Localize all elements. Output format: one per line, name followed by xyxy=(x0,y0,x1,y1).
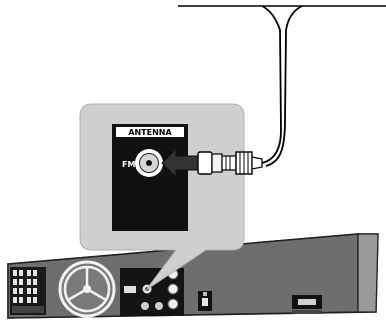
fm-jack-label: FM xyxy=(122,160,135,169)
speaker-terminals xyxy=(10,267,46,315)
cooling-fan xyxy=(58,260,116,318)
coax-plug xyxy=(197,151,263,175)
fm-antenna-wire xyxy=(178,5,386,167)
receiver-rear-panel xyxy=(7,233,379,319)
antenna-panel: ANTENNA FM xyxy=(112,124,188,231)
antenna-panel-title: ANTENNA xyxy=(128,128,172,137)
antenna-jack xyxy=(135,149,163,177)
rear-jack-cluster xyxy=(120,268,184,316)
insert-arrow-icon xyxy=(161,147,199,179)
voltage-selector xyxy=(198,291,212,311)
hdmi-out-jack xyxy=(292,295,322,314)
